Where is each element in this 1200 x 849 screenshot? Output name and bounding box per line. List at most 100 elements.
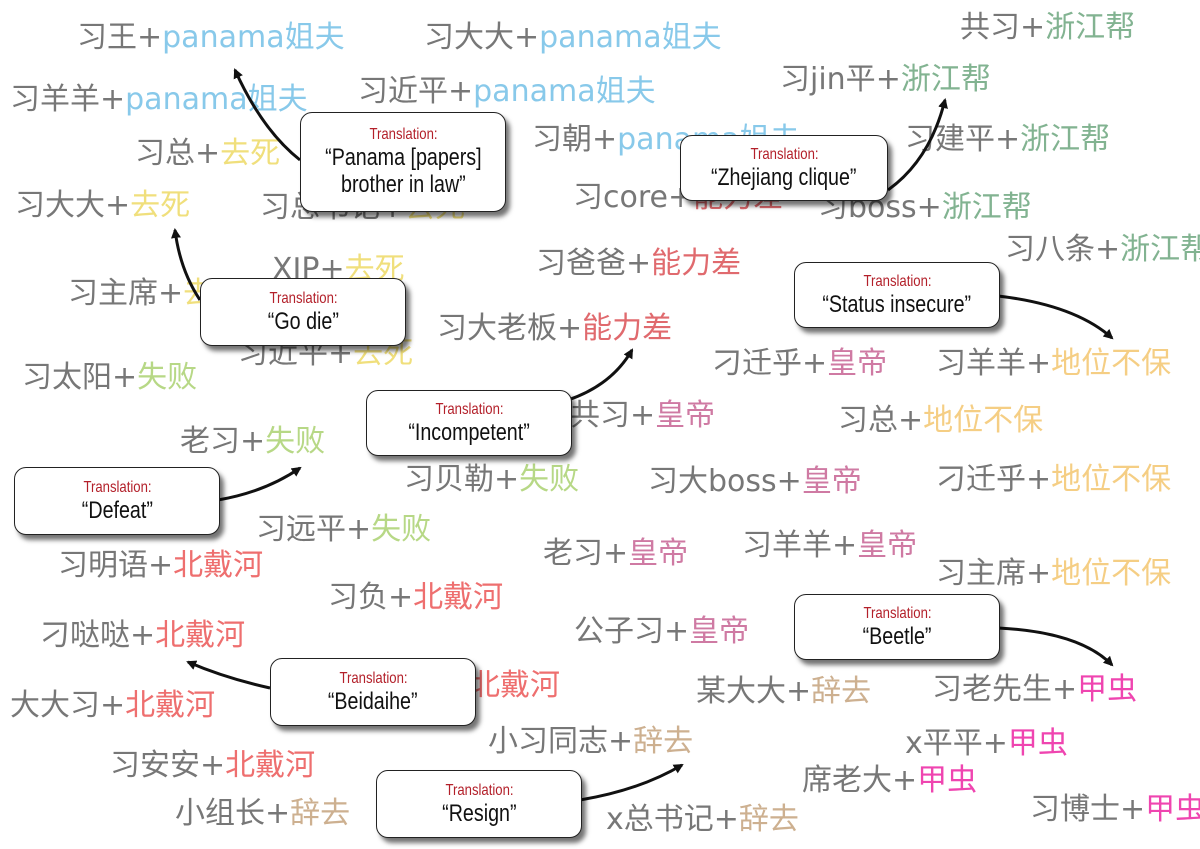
arrow-beidaihe: [186, 660, 271, 690]
term-suffix: 辞去: [811, 674, 872, 709]
term-prefix: 习主席: [68, 276, 158, 311]
term-prefix: 习大大: [15, 188, 105, 223]
term-suffix: 皇帝: [801, 464, 862, 499]
term-suffix: 甲虫: [1007, 726, 1068, 761]
term-suffix: 去死: [130, 188, 191, 223]
term-suffix: 北戴河: [173, 548, 264, 583]
term-xiyangyang-huangdi: 习羊羊+皇帝: [742, 528, 918, 563]
term-prefix: x总书记: [606, 802, 714, 837]
callout-caption: Translation:: [444, 781, 514, 799]
callout-beidaihe: Translation: “Beidaihe”: [270, 658, 476, 726]
callout-text: “Zhejiang clique”: [711, 163, 857, 191]
term-suffix: 皇帝: [827, 346, 888, 381]
term-suffix: 去死: [220, 136, 281, 171]
term-prefix: 刁迁乎: [712, 346, 802, 381]
term-prefix: 习负: [328, 580, 388, 615]
term-gongzixi-huangdi: 公子习+皇帝: [574, 614, 750, 649]
term-xizong-diwei: 习总+地位不保: [838, 403, 1044, 438]
term-xilaoda-jiachong: 席老大+甲虫: [802, 763, 978, 798]
term-prefix: 习王: [77, 20, 137, 55]
term-xizhuxi-diwei: 习主席+地位不保: [936, 556, 1172, 591]
term-prefix: 习羊羊: [10, 82, 100, 117]
term-laoxi-shibai: 老习+失败: [180, 424, 326, 459]
term-prefix: x平平: [905, 726, 983, 761]
callout-caption: Translation:: [862, 604, 932, 622]
term-dadaxi-beidaihe: 大大习+北戴河: [10, 688, 216, 723]
term-suffix: panama姐夫: [473, 74, 656, 109]
term-xidaboss-huangdi: 习大boss+皇帝: [648, 464, 862, 499]
term-prefix: 席老大: [802, 763, 892, 798]
term-prefix: 习羊羊: [936, 346, 1026, 381]
arrow-incompetent: [567, 348, 634, 402]
term-suffix: 失败: [137, 360, 198, 395]
term-suffix: panama姐夫: [539, 20, 722, 55]
term-suffix: 能力差: [582, 311, 673, 346]
term-suffix: 失败: [371, 512, 432, 547]
term-suffix: 地位不保: [923, 403, 1044, 438]
arrow-beetle: [997, 626, 1114, 667]
arrow-godie: [171, 228, 202, 301]
term-prefix: 刁迁乎: [936, 462, 1026, 497]
term-suffix: 北戴河: [225, 748, 316, 783]
term-suffix: 辞去: [633, 724, 694, 759]
callout-zhejiang: Translation: “Zhejiang clique”: [680, 135, 888, 201]
term-prefix: 习建平: [905, 122, 995, 157]
term-xijinping2-zhejiang: 习jin平+浙江帮: [780, 62, 991, 97]
arrow-resign: [579, 763, 684, 802]
callout-incompetent: Translation: “Incompetent”: [366, 390, 572, 456]
term-suffix: 浙江帮: [941, 190, 1032, 225]
term-xiaoxitongzhi-ciqu: 小习同志+辞去: [488, 724, 694, 759]
callout-resign: Translation: “Resign”: [376, 770, 582, 838]
term-xijianping-zhejiang: 习建平+浙江帮: [905, 122, 1111, 157]
callout-text: “Defeat”: [81, 496, 153, 524]
callout-status: Translation: “Status insecure”: [794, 262, 1000, 328]
term-prefix: 习总: [135, 136, 195, 171]
callout-text: “Beetle”: [862, 622, 932, 650]
term-prefix: 习明语: [58, 548, 148, 583]
callout-caption: Translation:: [862, 272, 932, 290]
callout-caption: Translation:: [434, 400, 504, 418]
term-prefix: 共习: [570, 398, 630, 433]
term-prefix: 习大老板: [437, 311, 557, 346]
term-prefix: 习远平: [256, 512, 346, 547]
term-xiyangyang-panama: 习羊羊+panama姐夫: [10, 82, 308, 117]
term-suffix: 地位不保: [1051, 462, 1172, 497]
term-xzongshuji-ciqu: x总书记+辞去: [606, 802, 799, 837]
callout-text: “Panama [papers] brother in law”: [324, 144, 482, 198]
term-xiwang-panama: 习王+panama姐夫: [77, 20, 345, 55]
term-xibaba-nengli: 习爸爸+能力差: [536, 246, 742, 281]
term-prefix: 共习: [960, 10, 1020, 45]
term-suffix: 甲虫: [1077, 672, 1138, 707]
term-xiyuanping-shibai: 习远平+失败: [256, 512, 432, 547]
term-suffix: 北戴河: [125, 688, 216, 723]
callout-text: “Resign”: [441, 799, 517, 827]
term-prefix: 习总: [838, 403, 898, 438]
term-xiyangyang-diwei: 习羊羊+地位不保: [936, 346, 1172, 381]
term-prefix: 习近平: [358, 74, 448, 109]
callout-caption: Translation:: [338, 669, 408, 687]
term-prefix: 习大大: [424, 20, 514, 55]
term-beidaihe-partial: 北戴河: [470, 668, 560, 704]
term-prefix: 小组长: [175, 796, 265, 831]
term-prefix: 习安安: [110, 748, 200, 783]
term-suffix: 辞去: [738, 802, 799, 837]
term-suffix: 失败: [265, 424, 326, 459]
term-prefix: 习太阳: [22, 360, 112, 395]
callout-text: “Incompetent”: [408, 418, 530, 446]
term-xidada-qusi: 习大大+去死: [15, 188, 191, 223]
term-prefix: 习八条: [1005, 232, 1095, 267]
term-prefix: 习爸爸: [536, 246, 626, 281]
term-gongxi-huangdi: 共习+皇帝: [570, 398, 716, 433]
term-prefix: 习主席: [936, 556, 1026, 591]
callout-panama: Translation: “Panama [papers] brother in…: [300, 112, 506, 212]
arrow-panama: [233, 68, 301, 162]
term-suffix: 北戴河: [155, 618, 246, 653]
term-suffix: 浙江帮: [900, 62, 991, 97]
term-xianan-beidaihe: 习安安+北戴河: [110, 748, 316, 783]
term-gongxi-zhejiang: 共习+浙江帮: [960, 10, 1136, 45]
term-suffix: 失败: [519, 462, 580, 497]
term-ximingyu-beidaihe: 习明语+北戴河: [58, 548, 264, 583]
term-suffix: 皇帝: [857, 528, 918, 563]
